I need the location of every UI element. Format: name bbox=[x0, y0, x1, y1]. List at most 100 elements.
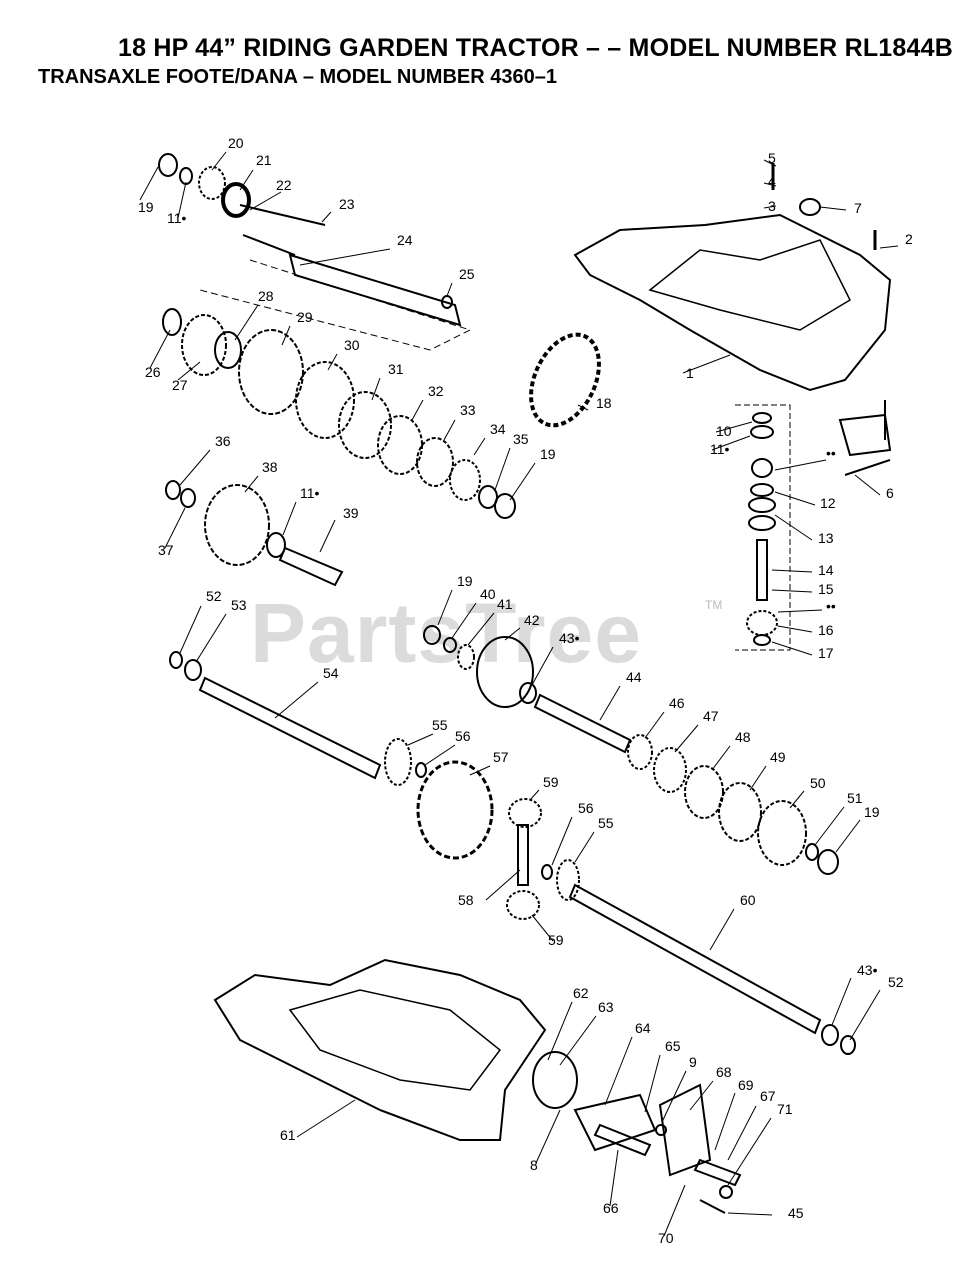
callout-label: 15 bbox=[818, 581, 834, 597]
callout-label: 66 bbox=[603, 1200, 619, 1216]
callout-label: 62 bbox=[573, 985, 589, 1001]
part-disc-62 bbox=[532, 1051, 578, 1109]
callout-label: 14 bbox=[818, 562, 834, 578]
part-axle-60 bbox=[568, 883, 822, 1035]
callout-label: 43• bbox=[559, 630, 580, 646]
part-guide-line bbox=[199, 259, 472, 351]
leader-line bbox=[437, 589, 453, 626]
leader-line bbox=[774, 491, 816, 506]
part-washer-43b bbox=[519, 682, 537, 704]
leader-line bbox=[574, 831, 595, 863]
leader-line bbox=[577, 404, 589, 411]
leader-line bbox=[485, 869, 521, 901]
leader-line bbox=[164, 507, 186, 549]
leader-line bbox=[559, 1015, 597, 1066]
callout-label: 54 bbox=[323, 665, 339, 681]
callout-label: 13 bbox=[818, 530, 834, 546]
callout-label: 21 bbox=[256, 152, 272, 168]
part-washer-11 bbox=[179, 167, 193, 185]
callout-label: 2 bbox=[905, 231, 913, 247]
part-washer-51 bbox=[805, 843, 819, 861]
part-disc-42 bbox=[476, 636, 534, 708]
leader-line bbox=[771, 589, 813, 593]
leader-line bbox=[179, 605, 202, 654]
part-gear-16 bbox=[746, 610, 778, 636]
leader-line bbox=[661, 1070, 687, 1123]
part-gear-38 bbox=[204, 484, 270, 566]
callout-label: 51 bbox=[847, 790, 863, 806]
leader-line bbox=[531, 914, 554, 942]
part-washer-13b bbox=[748, 515, 776, 531]
part-bevel-gear-55b bbox=[556, 859, 580, 901]
part-bushing-19b bbox=[494, 493, 516, 519]
leader-line bbox=[327, 353, 338, 371]
callout-label: 56 bbox=[578, 800, 594, 816]
leader-line bbox=[211, 151, 227, 171]
callout-label: 57 bbox=[493, 749, 509, 765]
part-drawings bbox=[158, 153, 892, 1214]
leader-line bbox=[535, 1109, 561, 1164]
watermark: PartsTree bbox=[250, 586, 642, 680]
callout-label: 60 bbox=[740, 892, 756, 908]
leader-line bbox=[281, 325, 291, 346]
leader-line bbox=[763, 182, 777, 187]
callout-label: 6 bbox=[886, 485, 894, 501]
leader-line bbox=[282, 501, 297, 536]
part-bolt-45 bbox=[699, 1199, 726, 1214]
leader-line bbox=[244, 475, 259, 493]
leader-line bbox=[777, 609, 823, 613]
callout-label: 40 bbox=[480, 586, 496, 602]
part-bearing-28 bbox=[214, 331, 242, 369]
callout-label: 16 bbox=[818, 622, 834, 638]
part-shaft-15 bbox=[756, 539, 768, 601]
leader-line bbox=[299, 248, 391, 266]
leader-line bbox=[319, 519, 336, 553]
part-washer-12 bbox=[750, 483, 774, 497]
callout-label: 36 bbox=[215, 433, 231, 449]
part-sprocket-27 bbox=[181, 314, 227, 376]
leader-line bbox=[849, 989, 881, 1041]
callout-label: •• bbox=[826, 445, 836, 461]
callout-label: 52 bbox=[206, 588, 222, 604]
callout-label: 31 bbox=[388, 361, 404, 377]
part-lever-68 bbox=[658, 1083, 712, 1177]
callout-label: 38 bbox=[262, 459, 278, 475]
callout-label: 47 bbox=[703, 708, 719, 724]
leader-line bbox=[529, 789, 540, 801]
part-gear-29 bbox=[238, 329, 304, 415]
watermark-tm: TM bbox=[705, 598, 723, 612]
leader-line bbox=[321, 211, 332, 223]
leader-line bbox=[689, 1080, 714, 1111]
leader-line bbox=[819, 206, 847, 211]
callout-label: 43• bbox=[857, 962, 878, 978]
callout-label: 19 bbox=[864, 804, 880, 820]
leader-line bbox=[509, 462, 536, 501]
leader-line bbox=[663, 1184, 686, 1237]
part-washer-36 bbox=[165, 480, 181, 500]
part-key-22 bbox=[242, 234, 296, 256]
callout-label: 55 bbox=[432, 717, 448, 733]
callout-label: 11• bbox=[300, 485, 320, 501]
leader-line bbox=[531, 646, 554, 686]
callout-label: 65 bbox=[665, 1038, 681, 1054]
leader-line bbox=[709, 908, 735, 951]
part-bushing-19 bbox=[158, 153, 178, 177]
leader-line bbox=[407, 733, 434, 746]
leader-line bbox=[239, 169, 254, 191]
callout-label: 11• bbox=[710, 441, 730, 457]
leader-line bbox=[177, 361, 201, 381]
callout-label: 19 bbox=[457, 573, 473, 589]
part-housing-61-detail bbox=[288, 989, 502, 1091]
part-pin-22 bbox=[239, 204, 326, 226]
part-bolt-67 bbox=[693, 1158, 742, 1187]
part-gear-32 bbox=[377, 415, 423, 475]
callout-labels: 19202111•2223242526272829303132333435193… bbox=[138, 135, 913, 1246]
callout-label: 68 bbox=[716, 1064, 732, 1080]
callout-label: 22 bbox=[276, 177, 292, 193]
part-bevel-gear-55 bbox=[384, 738, 412, 786]
part-gear-30 bbox=[295, 361, 355, 439]
leader-line bbox=[879, 245, 899, 249]
leader-line bbox=[835, 819, 861, 853]
callout-label: 19 bbox=[138, 199, 154, 215]
callout-label: 37 bbox=[158, 542, 174, 558]
